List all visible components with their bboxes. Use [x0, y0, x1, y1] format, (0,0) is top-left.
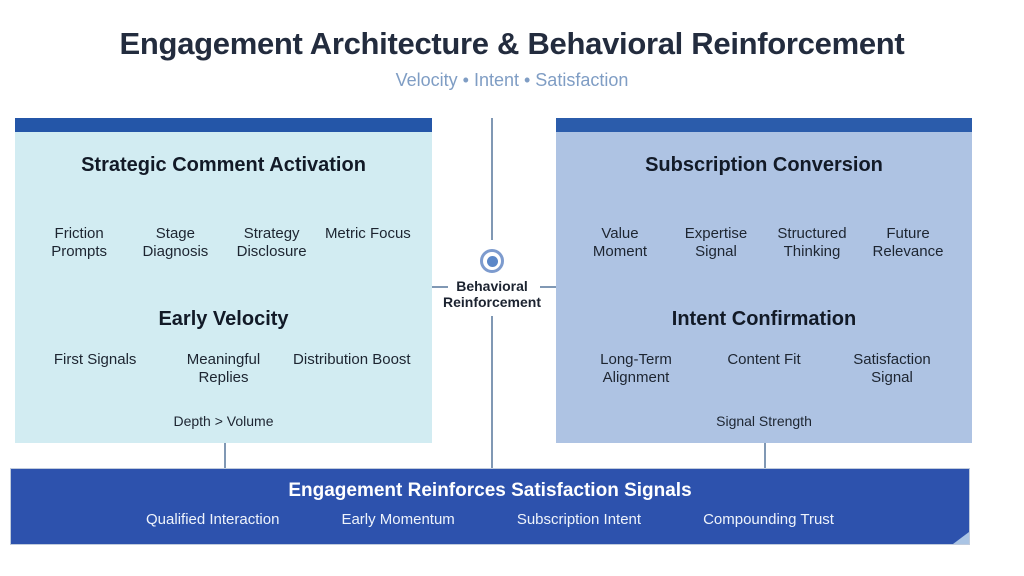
bottom-bar: Engagement Reinforces Satisfaction Signa…	[10, 468, 970, 545]
page-title: Engagement Architecture & Behavioral Rei…	[119, 26, 905, 61]
right-panel-item-satisfaction-signal: Satisfaction Signal	[853, 351, 931, 387]
corner-fold-icon	[953, 532, 969, 544]
right-panel-item-expertise-signal: Expertise Signal	[684, 225, 748, 261]
bottom-item-compounding-trust: Compounding Trust	[703, 511, 834, 528]
bottom-item-early-momentum: Early Momentum	[341, 511, 455, 528]
right-panel-footer: Signal Strength	[716, 413, 812, 429]
behavioral-reinforcement-label: Behavioral Reinforcement	[442, 278, 542, 310]
left-panel-item-first-signals: First Signals	[53, 351, 137, 368]
connector-dash-right	[540, 286, 556, 288]
left-panel-row-1: Friction Prompts Stage Diagnosis Strateg…	[31, 225, 416, 262]
left-panel-item-strategy-disclosure: Strategy Disclosure	[236, 225, 307, 261]
center-connector-line-top	[491, 118, 493, 240]
right-panel-drop-line	[764, 443, 766, 468]
right-panel-title: Subscription Conversion	[645, 154, 883, 176]
right-panel-row-1: Value Moment Expertise Signal Structured…	[572, 225, 956, 262]
bottom-bar-title: Engagement Reinforces Satisfaction Signa…	[288, 480, 692, 501]
left-panel-drop-line	[224, 443, 226, 468]
page-subtitle: Velocity • Intent • Satisfaction	[395, 70, 629, 90]
strategic-comment-activation-panel: Strategic Comment Activation Friction Pr…	[15, 118, 432, 443]
left-panel-subtitle: Early Velocity	[158, 308, 289, 330]
left-panel-item-stage-diagnosis: Stage Diagnosis	[142, 225, 209, 261]
bottom-item-subscription-intent: Subscription Intent	[516, 511, 642, 528]
right-panel-item-future-relevance: Future Relevance	[872, 225, 944, 261]
left-panel-item-friction-prompts: Friction Prompts	[51, 225, 108, 261]
target-dot-inner	[486, 255, 498, 267]
bottom-bar-items: Qualified Interaction Early Momentum Sub…	[11, 511, 969, 528]
right-panel-row-2: Long-Term Alignment Content Fit Satisfac…	[572, 351, 956, 388]
left-panel-title: Strategic Comment Activation	[81, 154, 366, 176]
connector-dash-left	[432, 286, 448, 288]
target-dot-icon	[480, 249, 504, 273]
left-panel-item-distribution-boost: Distribution Boost	[293, 351, 411, 368]
left-panel-row-2: First Signals Meaningful Replies Distrib…	[31, 351, 416, 388]
right-panel-subtitle: Intent Confirmation	[671, 308, 857, 330]
right-panel-top-bar	[556, 118, 972, 132]
center-connector-line-bottom	[491, 316, 493, 468]
left-panel-top-bar	[15, 118, 432, 132]
left-panel-item-metric-focus: Metric Focus	[324, 225, 411, 242]
subscription-conversion-panel: Subscription Conversion Value Moment Exp…	[556, 118, 972, 443]
right-panel-item-content-fit: Content Fit	[727, 351, 801, 368]
bottom-item-qualified-interaction: Qualified Interaction	[146, 511, 280, 528]
left-panel-item-meaningful-replies: Meaningful Replies	[186, 351, 261, 387]
right-panel-item-structured-thinking: Structured Thinking	[777, 225, 847, 261]
right-panel-item-value-moment: Value Moment	[592, 225, 648, 261]
right-panel-item-long-term-alignment: Long-Term Alignment	[600, 351, 672, 387]
left-panel-footer: Depth > Volume	[173, 413, 274, 429]
